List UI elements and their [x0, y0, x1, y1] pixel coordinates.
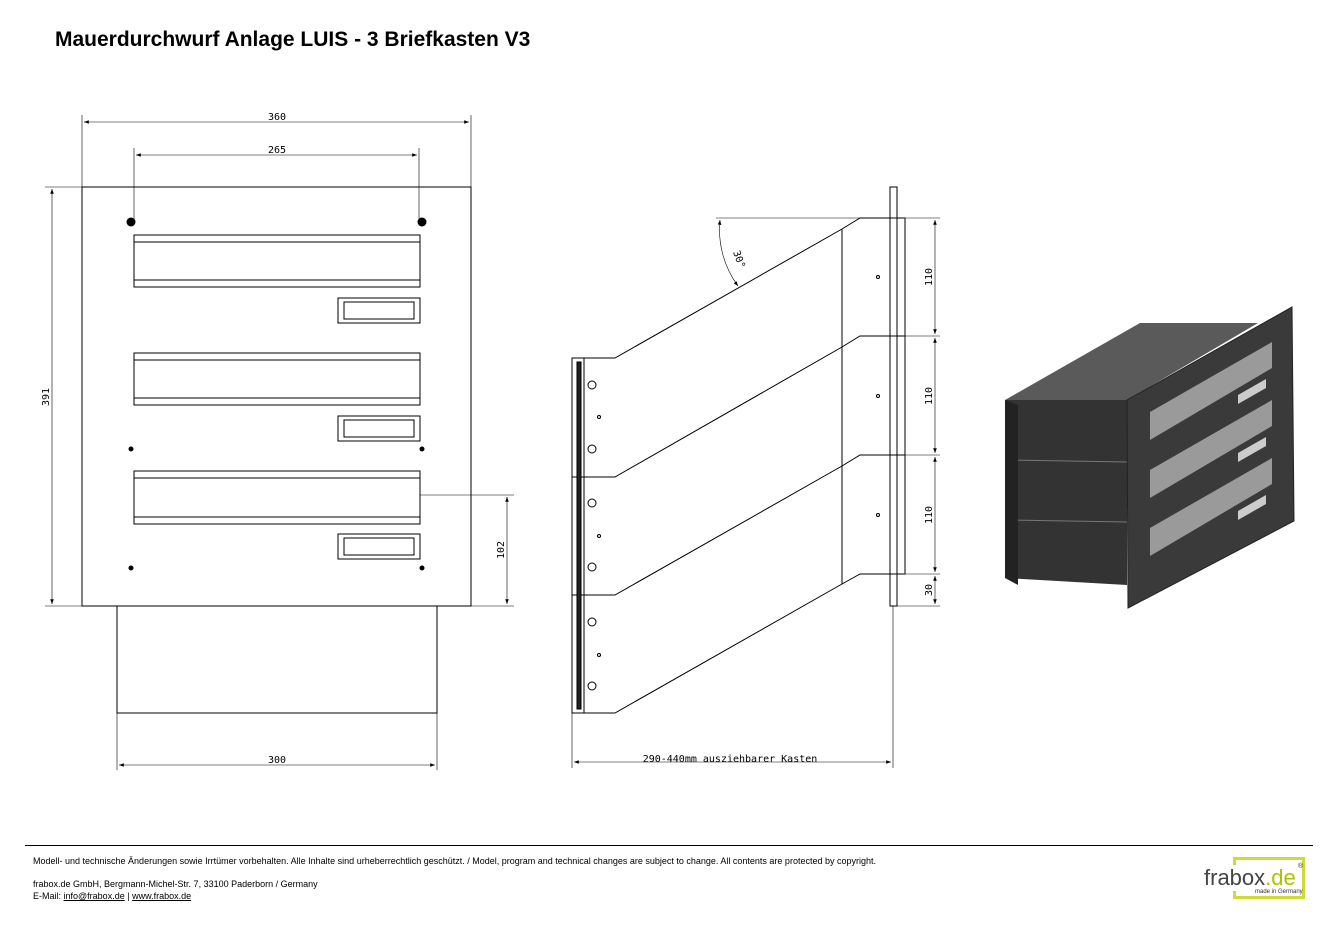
dim-angle: 30° — [730, 249, 747, 270]
footer-contact: E-Mail: info@frabox.de | www.frabox.de — [33, 891, 191, 901]
dim-391: 391 — [41, 388, 52, 406]
dimension-lines — [45, 115, 514, 770]
separator: | — [127, 891, 130, 901]
side-compartments — [571, 217, 906, 714]
logo-name: frabox — [1204, 865, 1266, 890]
front-view: 360 265 391 102 300 — [41, 112, 514, 770]
email-link[interactable]: info@frabox.de — [63, 891, 125, 901]
dim-30: 30 — [924, 584, 935, 596]
dim-depth: 290-440mm ausziehbarer Kasten — [643, 754, 818, 765]
dim-102: 102 — [496, 541, 507, 559]
dim-265: 265 — [268, 145, 286, 156]
dim-110-1: 110 — [924, 268, 935, 286]
side-front-plate — [889, 186, 898, 607]
page-title: Mauerdurchwurf Anlage LUIS - 3 Briefkast… — [55, 28, 531, 51]
side-view: 30° 110 110 110 30 290-440mm ausziehbare… — [571, 186, 940, 768]
product-render — [1004, 306, 1295, 609]
mail-slots — [133, 234, 421, 525]
website-link[interactable]: www.frabox.de — [132, 891, 192, 901]
footer-disclaimer: Modell- und technische Änderungen sowie … — [33, 856, 876, 866]
side-dimension-lines — [571, 217, 940, 768]
logo-tagline: made in Germany — [1255, 889, 1303, 895]
wall-tube — [116, 605, 438, 714]
logo-registered: ® — [1298, 863, 1304, 870]
logo-tld: .de — [1265, 865, 1296, 890]
email-label: E-Mail: — [33, 891, 62, 901]
dim-300: 300 — [268, 755, 286, 766]
footer-divider — [25, 845, 1313, 846]
dim-110-2: 110 — [924, 387, 935, 405]
name-plates — [337, 297, 421, 560]
dim-360: 360 — [268, 112, 286, 123]
screws — [126, 217, 427, 571]
front-plate — [81, 186, 472, 607]
dim-110-3: 110 — [924, 506, 935, 524]
frabox-logo: frabox.de made in Germany ® — [1200, 855, 1312, 901]
footer-address: frabox.de GmbH, Bergmann-Michel-Str. 7, … — [33, 879, 318, 889]
